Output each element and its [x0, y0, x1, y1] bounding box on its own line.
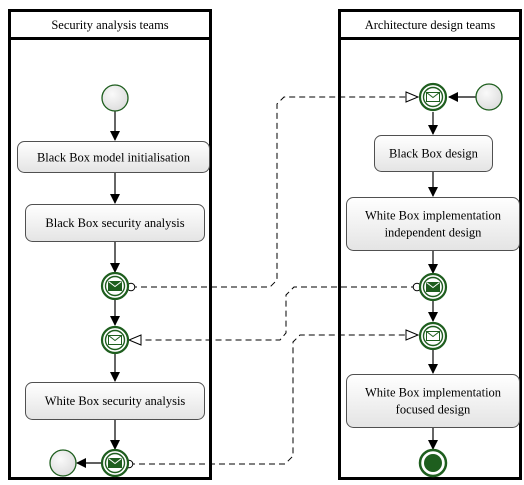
- task-label-line1: White Box implementation: [365, 209, 502, 223]
- intermediate-throw-message-event[interactable]: [418, 272, 448, 302]
- task-label-line1: White Box implementation: [365, 386, 502, 400]
- task-wb-focused-design[interactable]: White Box implementation focused design: [346, 374, 520, 428]
- message-flow-security-to-arch: [129, 335, 418, 464]
- task-wb-security-analysis[interactable]: White Box security analysis: [25, 382, 205, 420]
- task-label: Black Box design: [389, 147, 479, 161]
- intermediate-catch-message-event[interactable]: [418, 82, 448, 112]
- start-event-architecture[interactable]: [475, 83, 503, 111]
- sequence-flows-security: [76, 111, 120, 468]
- envelope-filled-icon: [108, 281, 122, 291]
- sequence-flows-architecture: [428, 92, 476, 450]
- lane-architecture-header: [338, 9, 522, 40]
- lane-architecture-title: Architecture design teams: [365, 18, 496, 32]
- task-bb-model-initialisation[interactable]: Black Box model initialisation: [17, 141, 210, 173]
- end-event-architecture[interactable]: [418, 448, 448, 478]
- intermediate-catch-message-event[interactable]: [418, 321, 448, 351]
- envelope-filled-icon: [108, 458, 122, 468]
- task-label-line2: focused design: [396, 403, 471, 417]
- envelope-outline-icon: [108, 335, 122, 345]
- intermediate-catch-message-event[interactable]: [100, 325, 130, 355]
- message-flow-arch-to-security: [129, 287, 417, 340]
- envelope-filled-icon: [426, 282, 440, 292]
- task-label: White Box security analysis: [45, 394, 186, 408]
- intermediate-throw-message-event[interactable]: [100, 448, 130, 478]
- task-wb-independent-design[interactable]: White Box implementation independent des…: [346, 197, 520, 251]
- task-bb-design[interactable]: Black Box design: [374, 135, 493, 172]
- start-event-security[interactable]: [101, 84, 129, 112]
- lane-security-title: Security analysis teams: [51, 18, 168, 32]
- task-label-line2: independent design: [385, 226, 483, 240]
- message-flows: [129, 97, 418, 464]
- task-bb-security-analysis[interactable]: Black Box security analysis: [25, 204, 205, 242]
- task-label: Black Box security analysis: [45, 216, 184, 230]
- task-label: Black Box model initialisation: [37, 151, 191, 165]
- envelope-outline-icon: [426, 92, 440, 102]
- intermediate-throw-message-event[interactable]: [100, 271, 130, 301]
- envelope-outline-icon: [426, 331, 440, 341]
- end-event-security[interactable]: [49, 449, 77, 477]
